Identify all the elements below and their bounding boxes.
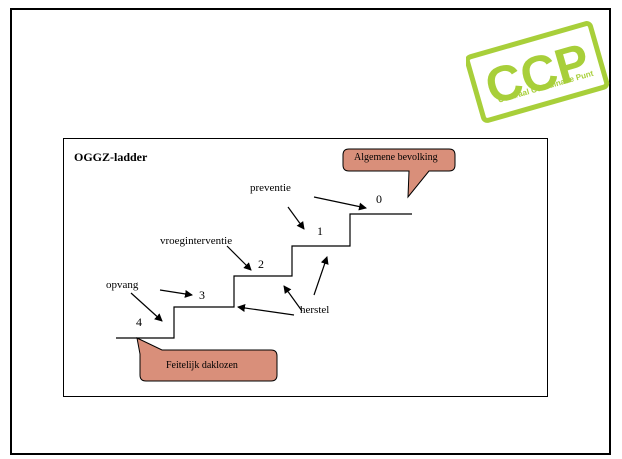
ladder-drawing	[116, 148, 456, 382]
arrow-herstel-2	[283, 285, 303, 312]
callout-bottom-shape	[136, 337, 278, 382]
step-label-3: 3	[199, 288, 205, 302]
arrow-opvang-4	[130, 292, 163, 322]
callout-top-shape	[342, 148, 456, 199]
ccp-logo: CCP	[466, 21, 610, 123]
label-opvang: opvang	[106, 279, 139, 291]
diagram-title: OGGZ-ladder	[74, 150, 148, 164]
label-vroeginterventie: vroeginterventie	[160, 235, 233, 247]
arrow-opvang-3	[159, 289, 193, 298]
arrow-preventie-1	[287, 206, 305, 230]
step-label-1: 1	[317, 224, 323, 238]
callout-bottom-label: Feitelijk daklozen	[166, 360, 238, 371]
arrow-vroeg-2	[226, 245, 252, 271]
callout-top-label: Algemene bevolking	[354, 152, 438, 163]
step-label-0: 0	[376, 192, 382, 206]
arrow-herstel-1	[313, 256, 329, 296]
step-label-2: 2	[258, 257, 264, 271]
oggz-ladder-diagram: OGGZ-ladder Algemene bevolking Feitelijk…	[63, 138, 548, 397]
label-preventie: preventie	[250, 182, 291, 194]
arrow-preventie-0	[313, 196, 367, 211]
arrow-herstel-3	[237, 304, 295, 316]
label-herstel: herstel	[300, 304, 330, 316]
step-label-4: 4	[136, 315, 142, 329]
staircase-line	[116, 213, 412, 339]
